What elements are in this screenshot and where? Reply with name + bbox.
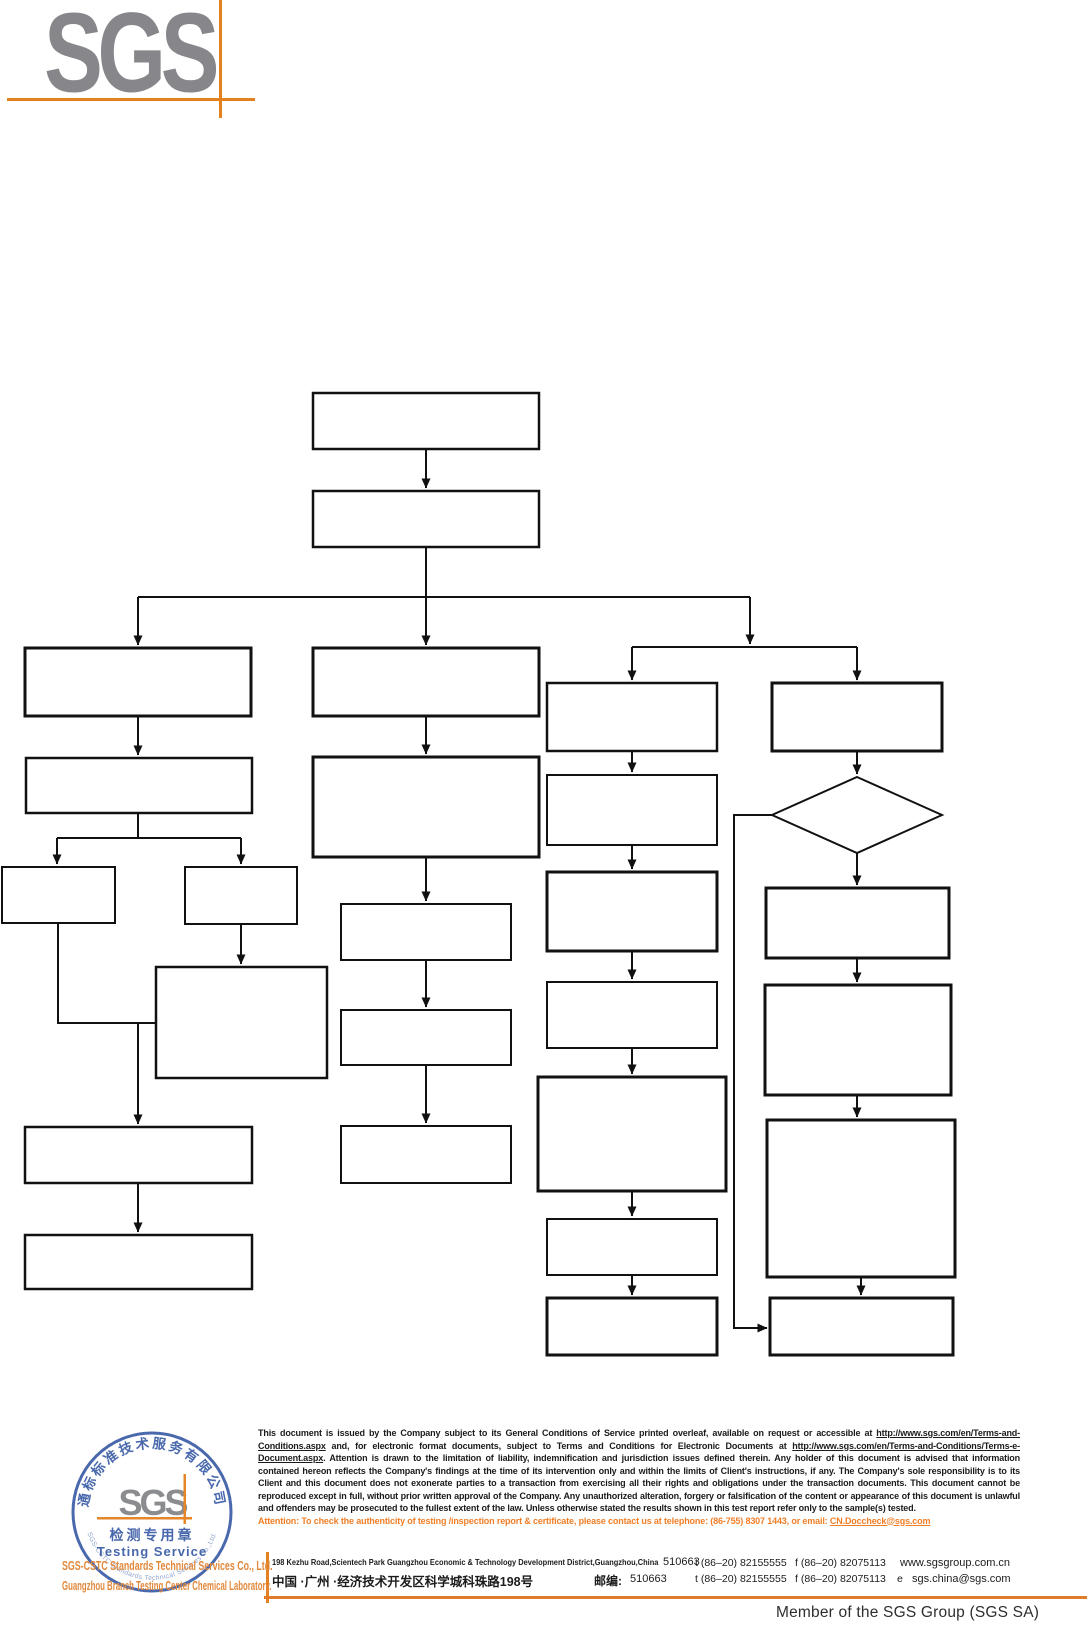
flow-node-left-5 bbox=[23, 1125, 254, 1185]
flow-node-left-3b bbox=[184, 866, 298, 925]
flow-node-col4-2 bbox=[546, 774, 718, 846]
stamp-ring bbox=[71, 1431, 233, 1593]
flow-node-left-1 bbox=[23, 646, 253, 718]
text-segment: . Attention is drawn to the limitation o… bbox=[258, 1453, 1020, 1513]
flow-node-top-2 bbox=[311, 489, 541, 549]
telephone-row1: t (86–20) 82155555 bbox=[695, 1557, 787, 1569]
text-segment: Attention: To check the authenticity of … bbox=[258, 1515, 830, 1526]
address-chinese: 中国 ·广州 ·经济技术开发区科学城科珠路198号 bbox=[272, 1575, 534, 1589]
flow-node-col4-6 bbox=[546, 1218, 718, 1276]
link[interactable]: http://www.sgs.com/en/Terms-and-Conditio… bbox=[258, 1440, 1020, 1464]
website-link[interactable]: www.sgsgroup.com.cn bbox=[900, 1557, 1011, 1569]
flow-node-left-3a bbox=[1, 866, 116, 924]
email-label: e bbox=[897, 1573, 903, 1585]
flow-node-col5-2 bbox=[764, 886, 951, 960]
address-english: 198 Kezhu Road,Scientech Park Guangzhou … bbox=[272, 1558, 659, 1567]
flowchart-edges bbox=[52, 449, 866, 1333]
member-of-sgs-group: Member of the SGS Group (SGS SA) bbox=[776, 1604, 1040, 1621]
footer-horizontal-rule bbox=[264, 1596, 1087, 1599]
stamp-en-label: Testing Service bbox=[97, 1544, 207, 1559]
flow-edge bbox=[733, 814, 772, 1333]
flow-node-mid-4 bbox=[340, 1009, 512, 1066]
text-segment: and, for electronic format documents, su… bbox=[325, 1440, 793, 1451]
flow-node-left-6 bbox=[23, 1233, 254, 1291]
link[interactable]: CN.Doccheck@sgs.com bbox=[829, 1515, 931, 1526]
stamp-sgs-logo: SGS bbox=[118, 1482, 187, 1523]
postcode-chinese: 510663 bbox=[630, 1573, 667, 1585]
flow-node-mid-2 bbox=[311, 755, 541, 859]
stamp-orange-vertical bbox=[183, 1474, 186, 1524]
link[interactable]: http://www.sgs.com/en/Terms-and-Conditio… bbox=[258, 1428, 1020, 1451]
flow-node-col4-7 bbox=[545, 1296, 719, 1357]
stamp-cn-label: 检测专用章 bbox=[110, 1527, 195, 1543]
flow-node-col4-1 bbox=[545, 681, 719, 753]
testing-service-stamp: 通标标准技术服务有限公司 SGS-CSTC Standards Technica… bbox=[71, 1431, 233, 1593]
flow-node-decision bbox=[769, 775, 945, 855]
flow-node-top-1 bbox=[311, 391, 541, 451]
flow-node-col5-3 bbox=[763, 983, 953, 1097]
postcode-english: 510663 bbox=[663, 1556, 700, 1568]
flow-node-col4-5 bbox=[536, 1075, 728, 1193]
flow-edge bbox=[57, 923, 156, 1024]
flow-node-col5-4 bbox=[765, 1118, 957, 1279]
sgs-logo: SGS bbox=[44, 0, 219, 117]
footer-vertical-rule bbox=[266, 1552, 269, 1603]
fax-row1: f (86–20) 82075113 bbox=[795, 1557, 886, 1569]
flow-node-col5-5 bbox=[768, 1296, 955, 1357]
flow-node-mid-5 bbox=[340, 1125, 512, 1184]
postcode-label-chinese: 邮编: bbox=[594, 1574, 622, 1588]
fax-row2: f (86–20) 82075113 bbox=[795, 1573, 886, 1585]
flow-node-col4-3 bbox=[545, 870, 719, 953]
flow-node-mid-1 bbox=[311, 646, 541, 718]
text-segment: This document is issued by the Company s… bbox=[258, 1428, 877, 1438]
company-name-line2: Guangzhou Branch Testing Center Chemical… bbox=[62, 1578, 272, 1593]
company-name-line1: SGS-CSTC Standards Technical Services Co… bbox=[62, 1558, 273, 1573]
flow-node-col5-1 bbox=[770, 681, 944, 753]
flow-node-left-4 bbox=[154, 965, 329, 1080]
flow-node-col4-4 bbox=[546, 981, 718, 1049]
logo-vertical-rule bbox=[219, 0, 222, 118]
flow-node-left-2 bbox=[24, 756, 254, 815]
flow-node-mid-3 bbox=[340, 903, 512, 961]
telephone-row2: t (86–20) 82155555 bbox=[695, 1573, 787, 1585]
logo-horizontal-rule bbox=[7, 98, 255, 101]
flowchart-nodes bbox=[1, 391, 957, 1357]
stamp-orange-underline bbox=[97, 1517, 192, 1520]
email-link[interactable]: sgs.china@sgs.com bbox=[912, 1573, 1011, 1585]
attention-text: Attention: To check the authenticity of … bbox=[258, 1515, 1020, 1528]
disclaimer-block: This document is issued by the Company s… bbox=[258, 1427, 1020, 1527]
disclaimer-text: This document is issued by the Company s… bbox=[258, 1427, 1020, 1515]
